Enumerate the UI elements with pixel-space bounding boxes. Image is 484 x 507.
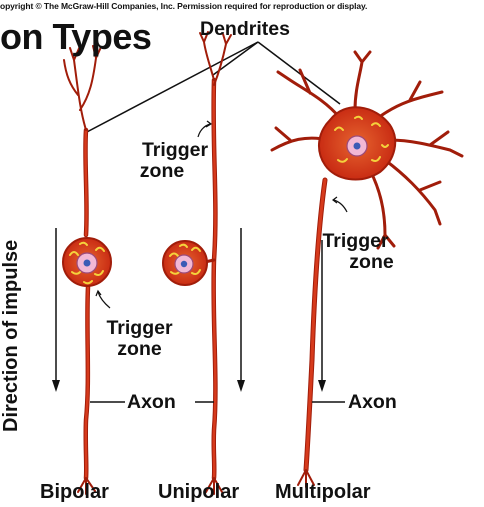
multipolar-caption: Multipolar bbox=[275, 481, 371, 503]
bipolar-soma bbox=[62, 237, 112, 287]
dendrites-leader-lines bbox=[84, 41, 341, 134]
bipolar-trigger-zone-label: Trigger zone bbox=[92, 318, 187, 360]
axon-label-center: Axon bbox=[127, 391, 176, 413]
axon-label-right: Axon bbox=[348, 391, 397, 413]
direction-of-impulse-label: Direction of impulse bbox=[0, 239, 22, 432]
unipolar-trigger-zone-label: Trigger zone bbox=[130, 140, 220, 182]
page-title: on Types bbox=[0, 16, 152, 57]
unipolar-caption: Unipolar bbox=[158, 481, 240, 503]
bipolar-neuron bbox=[63, 45, 102, 495]
trigger-word: Trigger bbox=[322, 230, 389, 252]
multipolar-trigger-zone-label: Trigger zone bbox=[308, 231, 403, 273]
zone-word: zone bbox=[117, 338, 162, 360]
trigger-word: Trigger bbox=[141, 139, 209, 161]
zone-word: zone bbox=[139, 160, 185, 182]
trigger-word: Trigger bbox=[106, 317, 173, 339]
unipolar-soma bbox=[162, 240, 208, 286]
zone-word: zone bbox=[349, 251, 394, 273]
impulse-direction-arrows bbox=[52, 228, 326, 392]
trigger-zone-arrows bbox=[95, 120, 348, 309]
copyright-notice: opyright © The McGraw-Hill Companies, In… bbox=[0, 1, 368, 11]
dendrites-label: Dendrites bbox=[200, 18, 290, 40]
bipolar-caption: Bipolar bbox=[40, 481, 109, 503]
multipolar-soma bbox=[318, 106, 397, 181]
multipolar-neuron bbox=[270, 50, 464, 488]
